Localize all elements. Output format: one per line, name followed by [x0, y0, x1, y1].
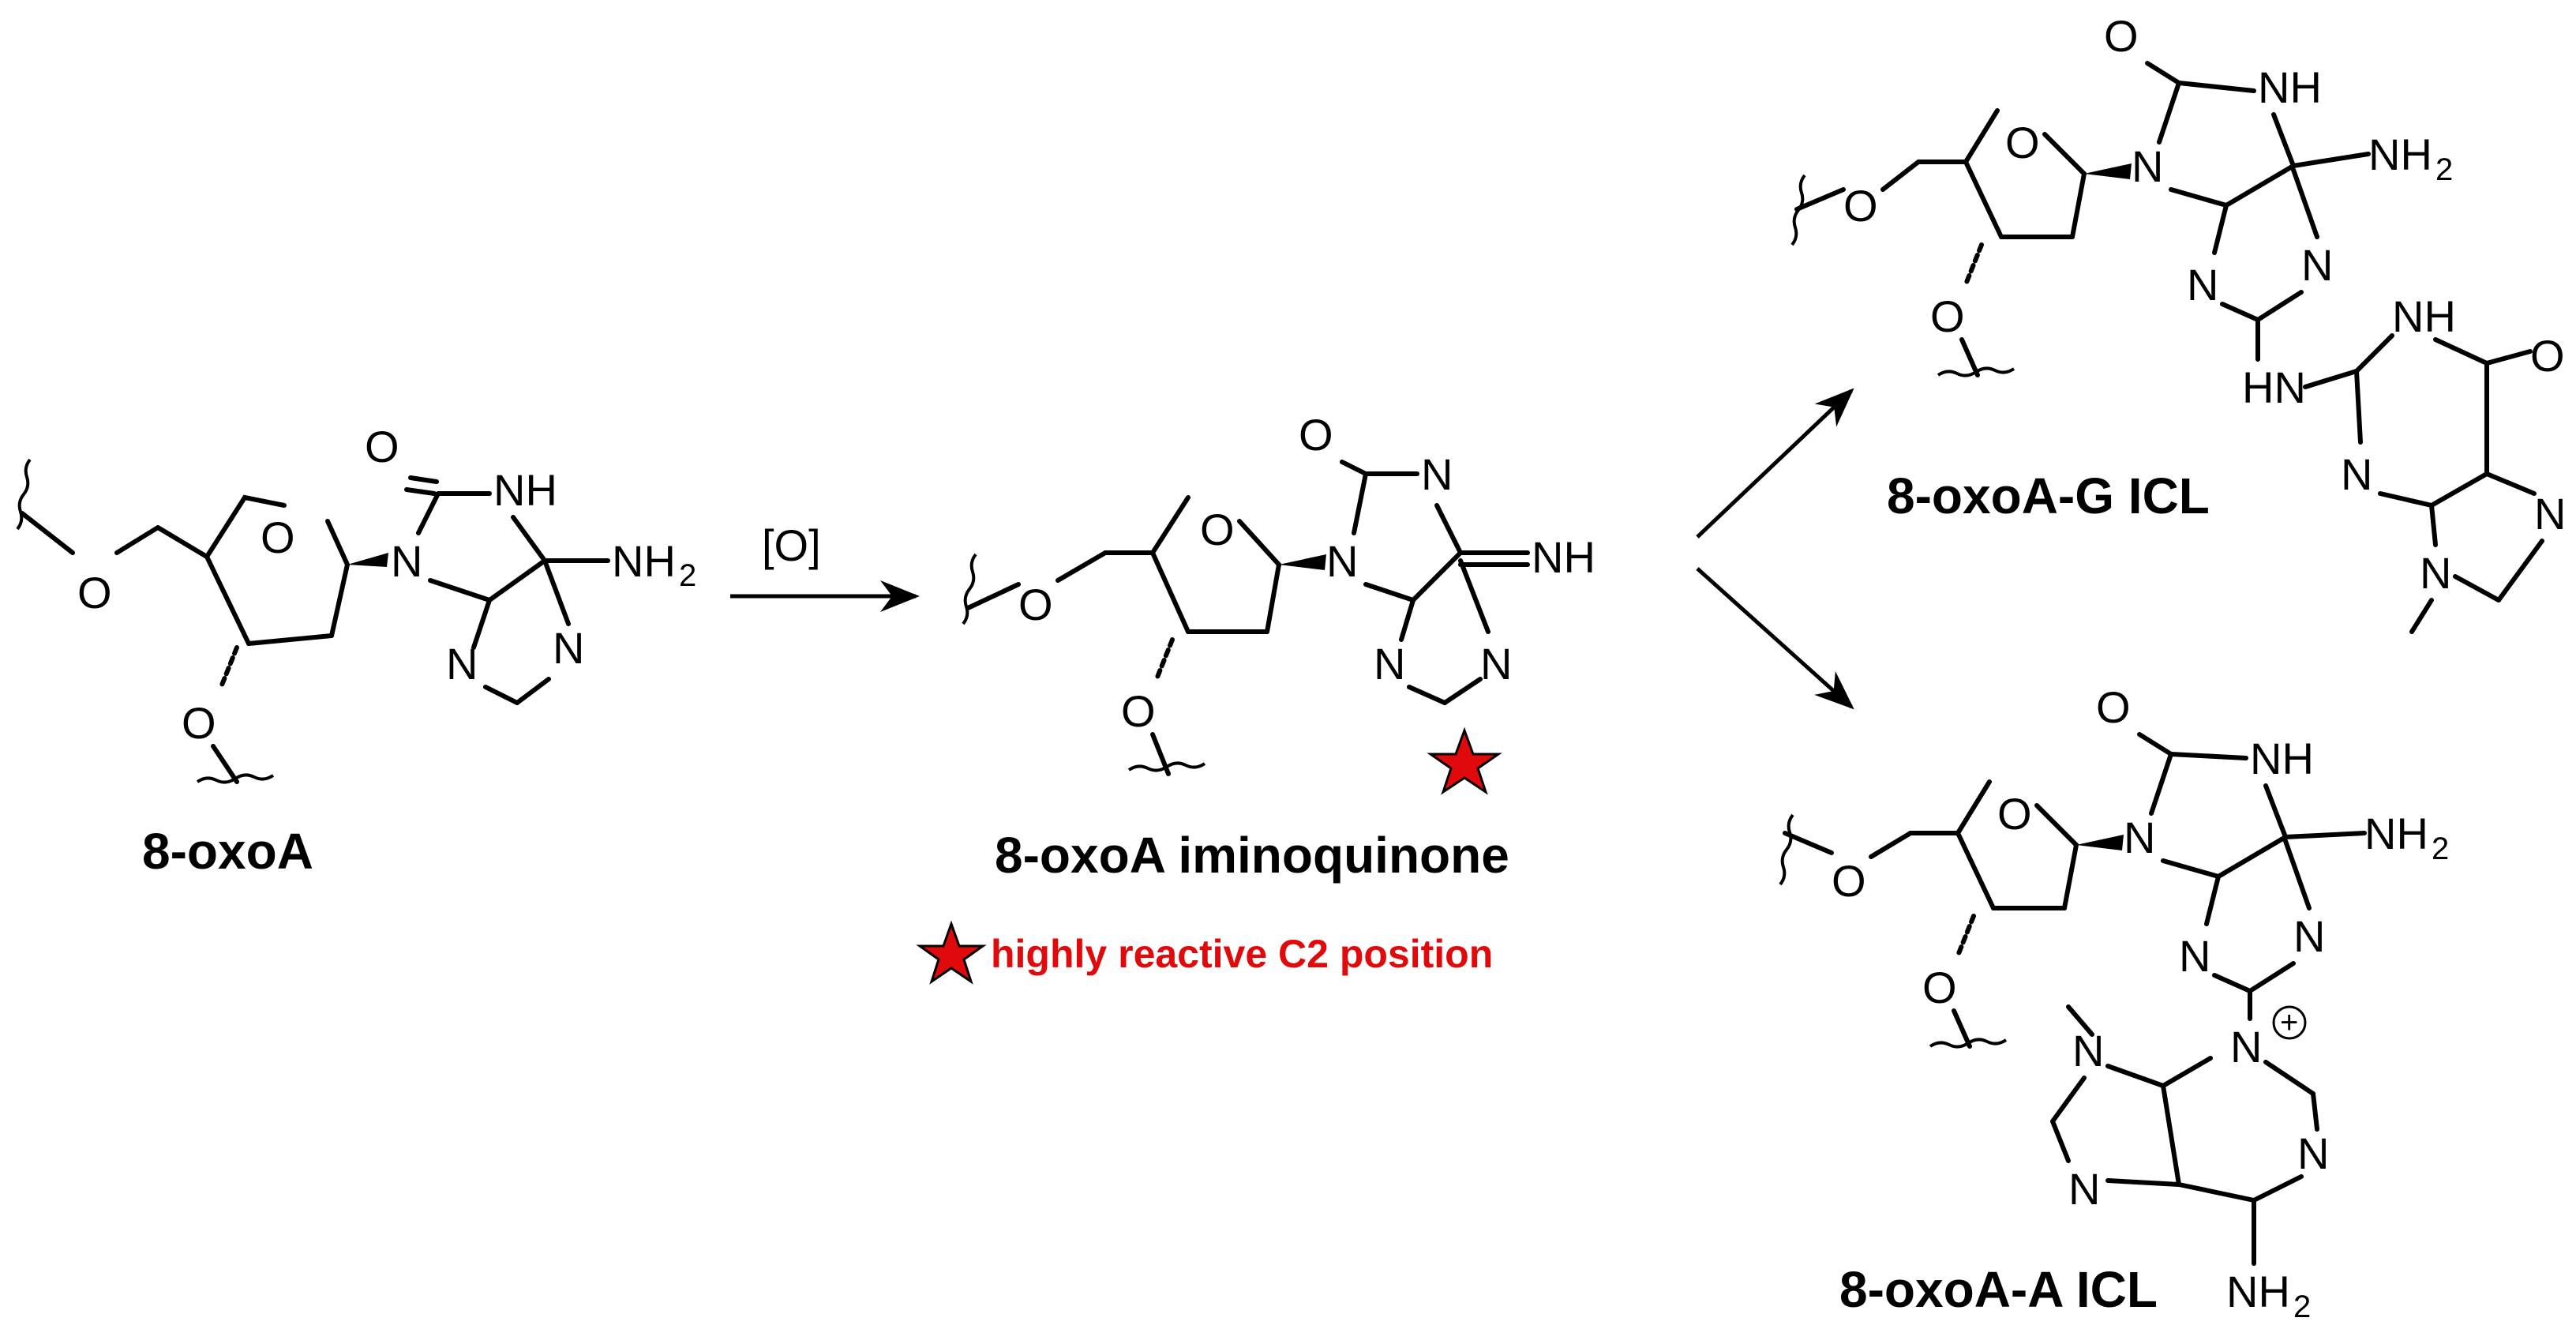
atom-n9-g: N — [2420, 548, 2451, 598]
atom-o-3prime: O — [1922, 963, 1957, 1012]
star-icon — [916, 920, 987, 985]
atom-n1: N — [2293, 911, 2325, 961]
atom-hn-linker: HN — [2242, 362, 2306, 412]
atom-n3: N — [2179, 931, 2210, 981]
atom-n9: N — [2132, 141, 2163, 191]
structure-8-oxoa-iminoquinone: O O O N O N NH N N 8-oxoA iminoquinone — [916, 410, 1595, 985]
atom-o-3prime: O — [1930, 291, 1965, 341]
atom-o-g6: O — [2530, 331, 2565, 381]
structure-8-oxoa-g-icl: O O O N O NH NH 2 N N HN N — [1790, 11, 2566, 634]
subscript: 2 — [2432, 832, 2449, 866]
atom-n3: N — [1374, 639, 1405, 689]
atom-nh-imine: NH — [1532, 532, 1595, 582]
atom-n1: N — [1480, 639, 1512, 689]
atom-n3-g: N — [2341, 449, 2372, 499]
subscript: 2 — [2293, 1290, 2311, 1324]
wavy-bond — [16, 458, 32, 531]
atom-n1: N — [2301, 240, 2333, 290]
atom-o-5prime: O — [1018, 580, 1053, 629]
charge-symbol: + — [2280, 1005, 2298, 1040]
atom-o-ring: O — [1200, 505, 1235, 554]
atom-o-ring: O — [2005, 118, 2040, 167]
reaction-arrow-oxidation: [O] — [730, 520, 920, 612]
atom-nh2-6: NH — [2364, 809, 2428, 858]
atom-o-8: O — [2096, 682, 2131, 732]
atom-o-5prime: O — [1832, 856, 1866, 906]
annotation-reactive-c2: highly reactive C2 position — [991, 932, 1493, 976]
atom-nh2-6: NH — [612, 536, 676, 586]
star-icon — [1427, 726, 1502, 795]
atom-o-3prime: O — [182, 698, 216, 748]
compound-name-g-icl: 8-oxoA-G ICL — [1887, 467, 2210, 524]
atom-n-a9: N — [2072, 1026, 2104, 1076]
subscript: 2 — [2435, 152, 2453, 187]
atom-n1: N — [553, 623, 584, 673]
atom-nh-7: NH — [2250, 734, 2314, 783]
arrow-to-a-icl — [1696, 567, 1854, 710]
atom-o-5prime: O — [77, 568, 112, 618]
positive-charge-icon — [2272, 1005, 2307, 1040]
atom-o-ring: O — [261, 512, 295, 562]
atom-n9: N — [391, 536, 422, 586]
atom-n-plus: N — [2230, 1022, 2262, 1072]
compound-name-8-oxoa: 8-oxoA — [142, 823, 313, 880]
reagent-label: [O] — [762, 520, 821, 570]
arrow-to-g-icl — [1696, 388, 1854, 539]
atom-n9: N — [2124, 813, 2155, 862]
compound-name-a-icl: 8-oxoA-A ICL — [1839, 1261, 2158, 1318]
subscript: 2 — [679, 558, 696, 593]
atom-o-8: O — [2104, 11, 2139, 61]
atom-n3: N — [2187, 260, 2218, 310]
atom-nh-g1: NH — [2392, 291, 2456, 341]
wedge-bond — [2076, 835, 2124, 850]
atom-o-5prime: O — [1843, 181, 1878, 231]
wedge-bond — [1279, 554, 1326, 570]
atom-nh-7: NH — [493, 465, 557, 515]
atom-n7-g: N — [2534, 489, 2566, 539]
atom-n9: N — [1326, 536, 1358, 586]
wedge-bond — [347, 553, 388, 567]
atom-n7: N — [1421, 449, 1453, 499]
atom-o-ring: O — [1997, 789, 2032, 839]
atom-nh2-6: NH — [2368, 130, 2432, 179]
wedge-bond — [2084, 163, 2132, 179]
atom-o-8: O — [1299, 410, 1333, 460]
atom-nh-7: NH — [2258, 62, 2322, 112]
atom-n-a1: N — [2297, 1128, 2329, 1178]
structure-8-oxoa-a-icl: O O O N O NH NH 2 N N N + — [1779, 682, 2449, 1324]
atom-n-a7: N — [2068, 1164, 2100, 1214]
branch-arrows — [1696, 388, 1854, 710]
atom-n3: N — [446, 639, 478, 689]
atom-o-3prime: O — [1121, 686, 1156, 736]
atom-o-8: O — [365, 422, 399, 471]
atom-nh2-a6: NH — [2226, 1267, 2290, 1316]
compound-name-iminoquinone: 8-oxoA iminoquinone — [995, 827, 1509, 884]
structure-8-oxoa: O O O N O NH NH 2 N N 8-oxoA — [16, 422, 696, 880]
